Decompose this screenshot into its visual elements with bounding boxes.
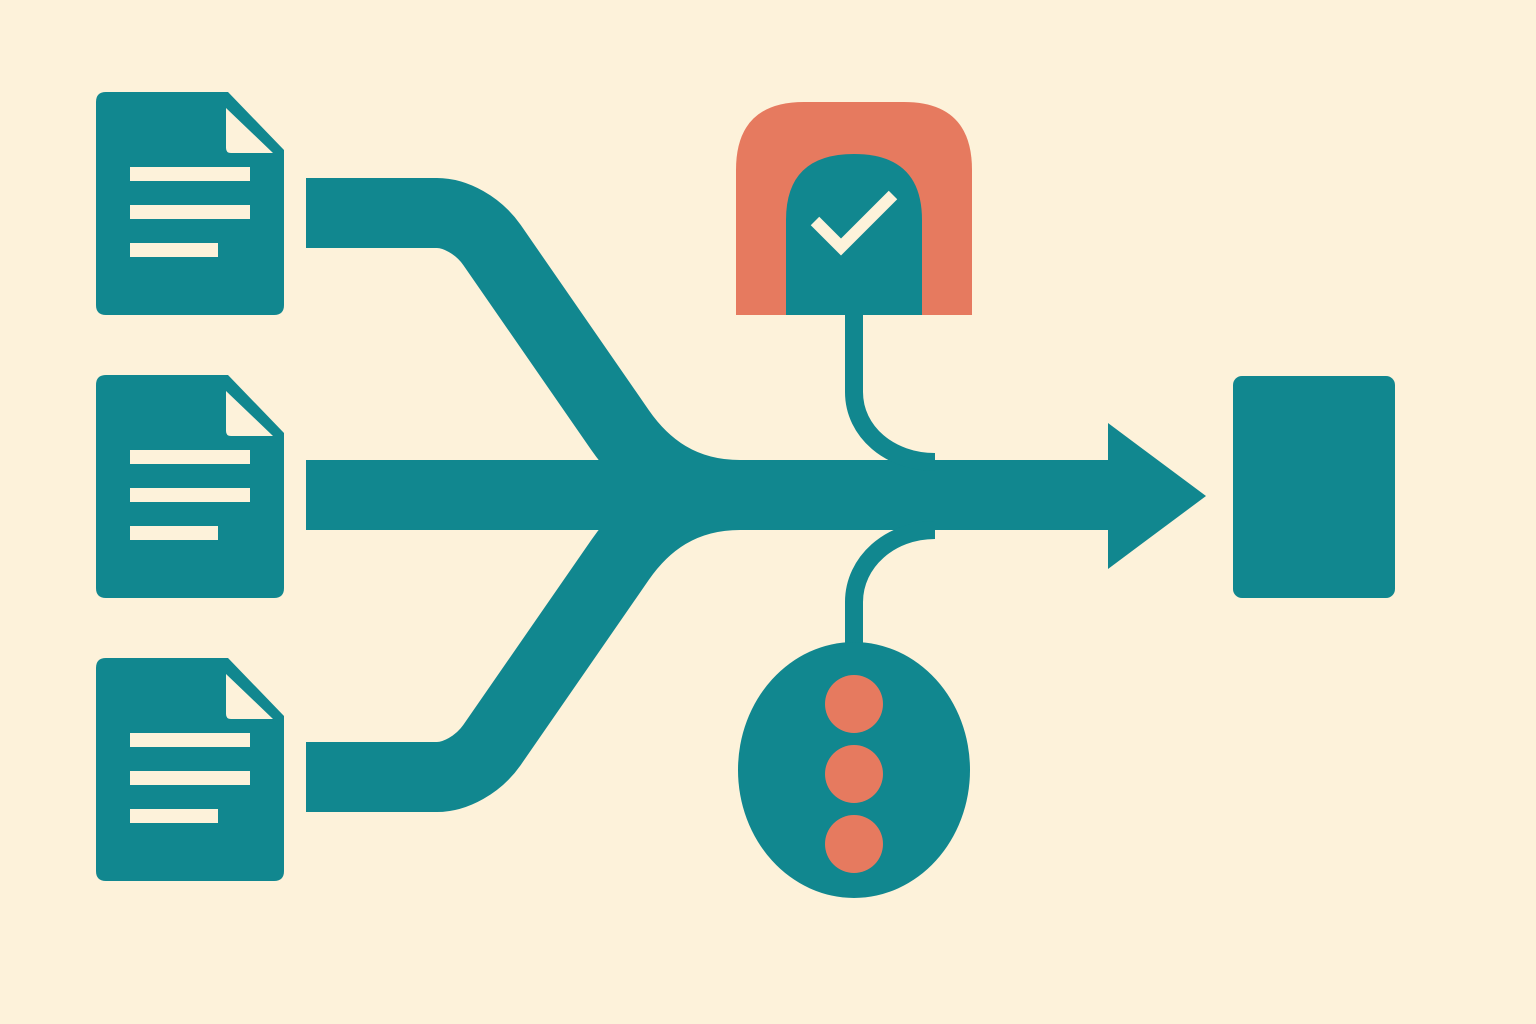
output-block-icon: [1233, 376, 1395, 598]
document-text-line: [130, 205, 250, 219]
document-fold-corner: [226, 108, 273, 153]
document-text-line: [130, 771, 250, 785]
document-fold-corner: [226, 391, 273, 436]
processor-dot: [825, 745, 883, 803]
document-text-line: [130, 450, 250, 464]
flow-lines: [306, 178, 1206, 812]
document-text-line: [130, 243, 218, 257]
input-document-2: [96, 375, 284, 598]
document-text-line: [130, 526, 218, 540]
input-document-1: [96, 92, 284, 315]
processor-connector: [845, 521, 936, 652]
checkmark-icon: [810, 190, 898, 256]
checkpoint-node: [736, 102, 972, 315]
three-dots-icon: [825, 675, 883, 873]
document-icon: [96, 375, 284, 598]
processor-node: [738, 642, 970, 898]
checkpoint-connector: [845, 312, 936, 471]
document-text-line: [130, 167, 250, 181]
document-icon: [96, 92, 284, 315]
document-text-line: [130, 809, 218, 823]
document-text-line: [130, 488, 250, 502]
document-fold-corner: [226, 674, 273, 719]
input-document-3: [96, 658, 284, 881]
processor-dot: [825, 675, 883, 733]
input-documents: [96, 92, 284, 881]
document-text-line: [130, 733, 250, 747]
document-icon: [96, 658, 284, 881]
flow-arrowhead: [1108, 423, 1206, 569]
processor-dot: [825, 815, 883, 873]
